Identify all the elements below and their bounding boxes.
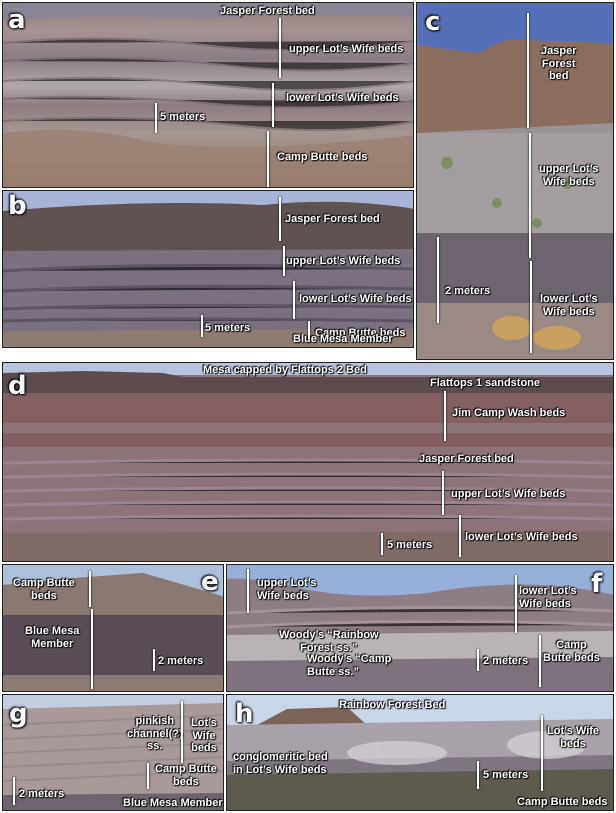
scale-label: 5 meters <box>160 111 206 123</box>
scale-bar <box>437 237 439 323</box>
thickness-arrow-lower <box>459 515 461 557</box>
scale-label: 2 meters <box>19 788 65 800</box>
label-woodys-rainbow-forest: Woody’s “Rainbow Forest ss.” <box>279 629 379 654</box>
thickness-arrow-lots-wife <box>181 701 183 763</box>
panel-a-photo <box>3 3 413 187</box>
thickness-arrow-upper <box>283 246 285 276</box>
panel-letter-d: d <box>8 371 27 401</box>
scale-bar <box>477 761 479 789</box>
thickness-arrow-upper <box>529 133 531 258</box>
panel-f-photo <box>227 565 613 691</box>
panel-c-photo <box>417 3 613 359</box>
thickness-arrow-lower <box>272 83 274 127</box>
panel-d-photo <box>3 363 613 561</box>
photo-panel-c: c Jasper Forest bed upper Lot’s Wife bed… <box>416 2 614 360</box>
label-jasper-forest-bed: Jasper Forest bed <box>541 45 577 83</box>
label-jasper-forest-bed: Jasper Forest bed <box>419 453 514 465</box>
label-camp-butte: Camp Butte beds <box>13 577 75 602</box>
label-upper-lots-wife: upper Lot’s Wife beds <box>289 43 404 55</box>
label-flattops-1-sandstone: Flattops 1 sandstone <box>430 377 541 389</box>
label-camp-butte: Camp Butte beds <box>315 327 406 339</box>
label-lower-lots-wife: lower Lot’s Wife beds <box>465 531 578 543</box>
label-upper-lots-wife: upper Lot’s Wife beds <box>286 255 401 267</box>
scale-label: 2 meters <box>445 285 491 297</box>
label-lower-lots-wife: lower Lot’s Wife beds <box>299 293 412 305</box>
thickness-arrow-upper <box>247 569 249 613</box>
label-upper-lots-wife: upper Lot’s Wife beds <box>257 577 317 602</box>
label-pinkish-channel: pinkish channel(?) ss. <box>127 715 183 753</box>
photo-panel-g: g pinkish channel(?) ss. Lot’s Wife beds… <box>2 694 224 811</box>
panel-e-photo <box>3 565 223 691</box>
label-camp-butte: Camp Butte beds <box>543 639 600 664</box>
panel-letter-f: f <box>591 569 603 599</box>
thickness-arrow-jasper <box>279 197 281 241</box>
photo-panel-h: h Rainbow Forest Bed conglomeritic bed i… <box>226 694 614 811</box>
panel-letter-h: h <box>235 699 254 729</box>
scale-bar <box>153 649 155 671</box>
thickness-arrow-member <box>91 609 93 689</box>
thickness-arrow-jim-camp <box>444 391 446 441</box>
thickness-arrow-lower <box>530 261 532 353</box>
panel-letter-e: e <box>201 567 219 597</box>
panel-g-photo <box>3 695 223 810</box>
thickness-arrow-lots-wife <box>541 715 543 791</box>
thickness-arrow-camp <box>539 635 541 687</box>
photo-panel-f: f upper Lot’s Wife beds lower Lot’s Wife… <box>226 564 614 692</box>
label-jasper-forest-bed: Jasper Forest bed <box>220 5 315 17</box>
thickness-arrow-camp <box>267 131 269 187</box>
scale-label: 5 meters <box>205 322 251 334</box>
thickness-arrow-upper <box>442 471 444 515</box>
thickness-arrow-camp <box>308 321 310 339</box>
panel-letter-b: b <box>8 191 27 221</box>
scale-bar <box>201 315 203 337</box>
label-lower-lots-wife: lower Lot’s Wife beds <box>540 293 598 318</box>
label-lots-wife: Lot’s Wife beds <box>191 717 217 755</box>
photo-panel-d: d Mesa capped by Flattops 2 Bed Flattops… <box>2 362 614 562</box>
label-lower-lots-wife: lower Lot’s Wife beds <box>286 92 399 104</box>
label-blue-mesa-member: Blue Mesa Member <box>25 625 80 650</box>
panel-letter-g: g <box>9 699 28 729</box>
label-camp-butte: Camp Butte beds <box>155 763 217 788</box>
panel-letter-c: c <box>425 7 441 37</box>
label-lower-lots-wife: lower Lot’s Wife beds <box>519 585 577 610</box>
panel-h-photo <box>227 695 613 810</box>
photo-panel-b: b Jasper Forest bed upper Lot’s Wife bed… <box>2 190 414 348</box>
scale-label: 2 meters <box>483 655 529 667</box>
label-mesa-flattops-2: Mesa capped by Flattops 2 Bed <box>203 364 367 376</box>
scale-bar <box>13 777 15 805</box>
panel-letter-a: a <box>8 5 26 35</box>
photo-panel-e: e Camp Butte beds Blue Mesa Member 2 met… <box>2 564 224 692</box>
photo-panel-a: a Jasper Forest bed upper Lot’s Wife bed… <box>2 2 414 188</box>
label-woodys-camp-butte: Woody’s “Camp Butte ss.” <box>307 653 392 678</box>
scale-bar <box>477 649 479 671</box>
thickness-arrow-camp <box>89 571 91 607</box>
label-blue-mesa-member: Blue Mesa Member <box>123 797 223 809</box>
label-conglomeritic-bed: conglomeritic bed in Lot’s Wife beds <box>233 751 328 776</box>
label-upper-lots-wife: upper Lot’s Wife beds <box>539 163 599 188</box>
thickness-arrow-upper <box>279 18 281 78</box>
label-jim-camp-wash: Jim Camp Wash beds <box>452 407 566 419</box>
label-upper-lots-wife: upper Lot’s Wife beds <box>451 488 566 500</box>
label-camp-butte: Camp Butte beds <box>517 796 608 808</box>
thickness-arrow-camp <box>147 763 149 789</box>
label-blue-mesa-member: Blue Mesa Member <box>293 333 393 345</box>
label-rainbow-forest-bed: Rainbow Forest Bed <box>339 699 446 711</box>
label-camp-butte: Camp Butte beds <box>277 151 368 163</box>
scale-label: 5 meters <box>483 769 529 781</box>
label-jasper-forest-bed: Jasper Forest bed <box>285 213 380 225</box>
thickness-arrow-jasper <box>527 13 529 128</box>
thickness-arrow-lower <box>293 281 295 319</box>
panel-b-photo <box>3 191 413 347</box>
scale-label: 5 meters <box>387 539 433 551</box>
scale-bar <box>155 103 157 133</box>
label-lots-wife: Lot’s Wife beds <box>547 725 600 750</box>
scale-bar <box>381 533 383 555</box>
scale-label: 2 meters <box>158 655 204 667</box>
thickness-arrow-lower <box>515 575 517 633</box>
